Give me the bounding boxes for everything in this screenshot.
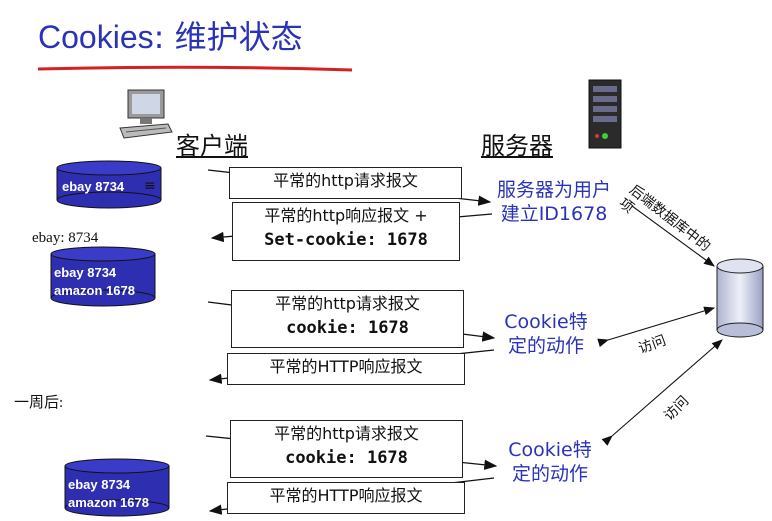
note-line: Cookie特 bbox=[504, 311, 588, 333]
message-box: 平常的http请求报文 bbox=[229, 167, 462, 199]
cookie-file-cylinder bbox=[64, 458, 170, 517]
note-line: 定的动作 bbox=[511, 463, 588, 485]
cylinder-entry: amazon 1678 bbox=[68, 495, 149, 510]
message-text: 平常的http响应报文 + bbox=[264, 206, 428, 225]
ebay-note: ebay: 8734 bbox=[32, 230, 99, 246]
server-create-id-note: 服务器为用户 建立ID1678 bbox=[484, 178, 624, 226]
title-underline bbox=[37, 65, 353, 72]
message-text: 平常的http请求报文 bbox=[274, 424, 419, 443]
title-prefix: Cookies bbox=[38, 19, 154, 55]
title-suffix: : 维护状态 bbox=[153, 18, 303, 56]
message-box: 平常的http请求报文 cookie: 1678 bbox=[231, 290, 464, 348]
message-box: 平常的HTTP响应报文 bbox=[227, 482, 465, 514]
client-label: 客户端 bbox=[176, 132, 248, 160]
cookie-file-cylinder bbox=[50, 246, 156, 307]
cookie-action-note: Cookie特 定的动作 bbox=[496, 310, 596, 358]
access-arrow bbox=[601, 339, 723, 446]
message-text: 平常的http请求报文 bbox=[273, 171, 418, 190]
db-entry-arrow bbox=[631, 205, 715, 267]
database-icon bbox=[716, 258, 764, 338]
cylinder-tail-mark: ≡ bbox=[144, 178, 156, 194]
cylinder-entry: amazon 1678 bbox=[54, 283, 135, 298]
page-title: Cookies: 维护状态 bbox=[38, 12, 303, 58]
message-cookie-header: cookie: 1678 bbox=[286, 318, 409, 338]
note-line: Cookie特 bbox=[508, 439, 592, 461]
server-label: 服务器 bbox=[481, 132, 553, 160]
message-cookie-header: Set-cookie: 1678 bbox=[264, 230, 428, 250]
note-line: 服务器为用户 bbox=[496, 179, 611, 201]
week-later-note: 一周后: bbox=[14, 395, 64, 411]
cylinder-entry: ebay 8734 bbox=[68, 477, 131, 492]
note-line: 定的动作 bbox=[507, 335, 584, 357]
message-box: 平常的HTTP响应报文 bbox=[227, 353, 465, 385]
message-box: 平常的http响应报文 + Set-cookie: 1678 bbox=[232, 202, 460, 261]
message-text: 平常的HTTP响应报文 bbox=[269, 486, 423, 505]
message-cookie-header: cookie: 1678 bbox=[285, 448, 408, 468]
access-arrow bbox=[597, 306, 716, 348]
note-line: 建立ID1678 bbox=[500, 203, 608, 225]
message-text: 平常的http请求报文 bbox=[275, 294, 420, 313]
message-box: 平常的http请求报文 cookie: 1678 bbox=[230, 420, 463, 478]
cylinder-entry: ebay 8734 bbox=[62, 179, 125, 194]
computer-icon bbox=[119, 89, 173, 139]
server-icon bbox=[588, 79, 622, 149]
cookie-file-cylinder bbox=[56, 160, 162, 209]
cylinder-entry: ebay 8734 bbox=[54, 265, 117, 280]
cookie-action-note: Cookie特 定的动作 bbox=[500, 438, 600, 486]
message-text: 平常的HTTP响应报文 bbox=[269, 357, 423, 376]
